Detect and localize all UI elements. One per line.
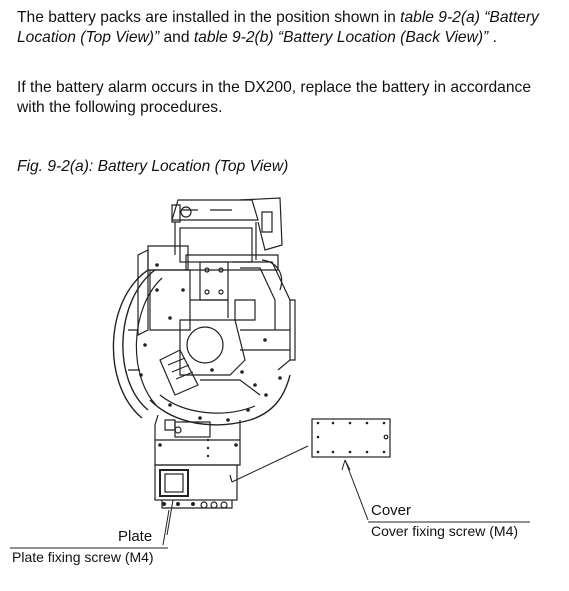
table-title-a: “Battery Location (Top View)” [17,9,539,46]
table-ref-a: table 9-2(a) [400,9,480,26]
intro-paragraph: The battery packs are installed in the p… [17,8,557,48]
table-title-b: “Battery Location (Back View)” [273,29,489,46]
intro-text-and: and [159,29,194,46]
procedure-paragraph: If the battery alarm occurs in the DX200… [17,79,531,116]
robot-base [154,414,241,509]
table-ref-b: table 9-2(b) [193,29,274,46]
leader-lines [10,445,530,549]
figure-caption: Fig. 9-2(a): Battery Location (Top View) [17,158,289,175]
plate-screw-label: Plate fixing screw (M4) [12,549,154,565]
cover-screw-label: Cover fixing screw (M4) [371,523,519,539]
cover-illustration [311,418,391,458]
intro-text-end: . [488,29,497,46]
intro-text-1: The battery packs are installed in the p… [17,9,401,26]
robot-upper-arm [171,197,283,263]
robot-body [112,245,296,426]
plate-label: Plate [118,528,153,545]
cover-label: Cover [371,502,412,519]
